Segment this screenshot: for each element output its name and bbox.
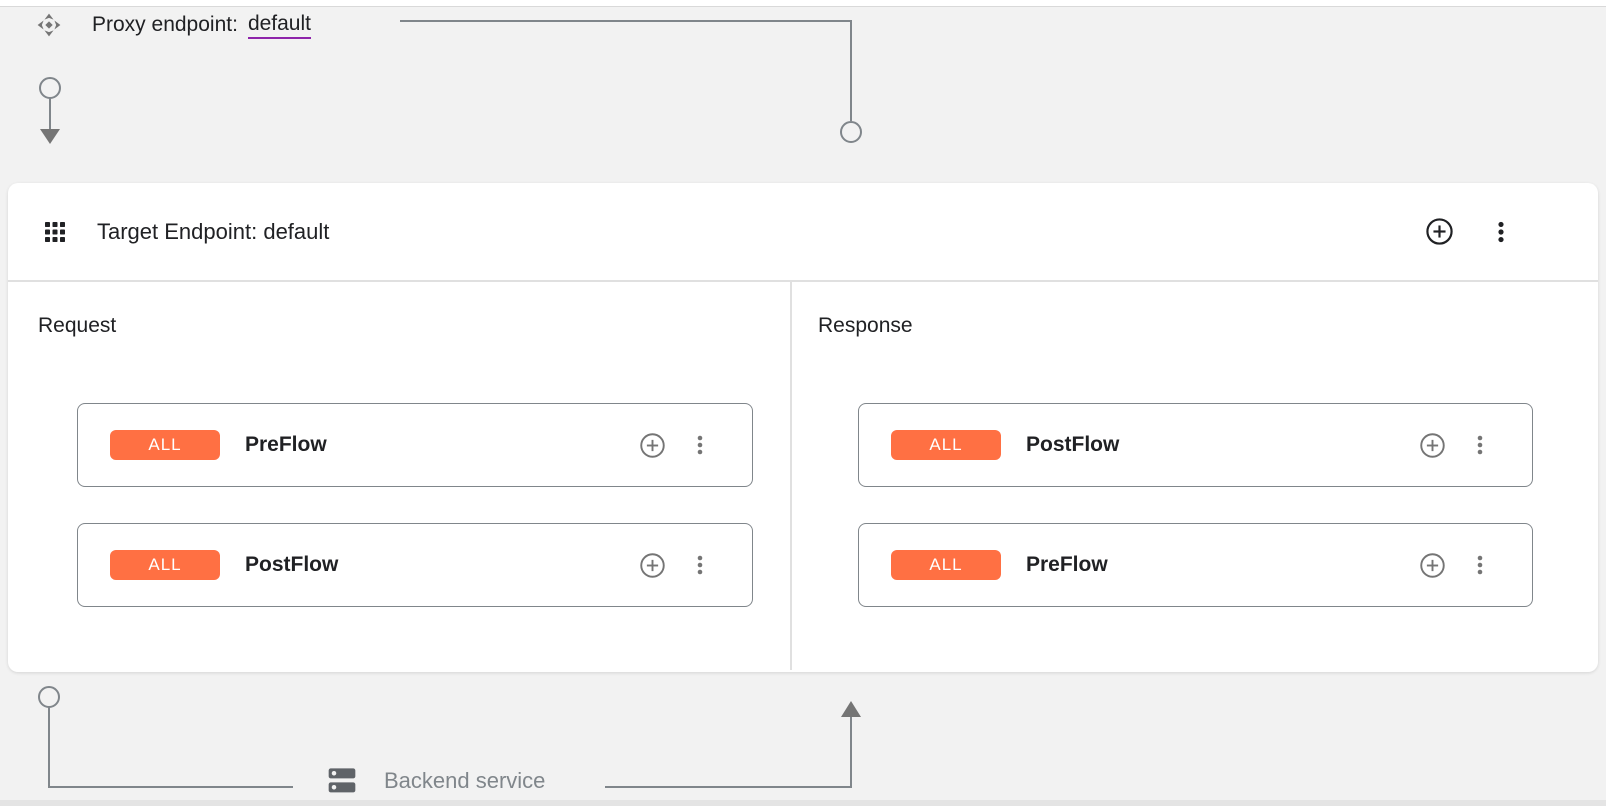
flow-card-response-preflow[interactable]: ALL PreFlow: [858, 523, 1533, 607]
flow-menu-button[interactable]: [1468, 553, 1492, 577]
flow-card-request-postflow[interactable]: ALL PostFlow: [77, 523, 753, 607]
add-circle-icon: [1419, 432, 1446, 459]
kebab-menu-icon: [688, 553, 712, 577]
flow-menu-button[interactable]: [688, 553, 712, 577]
proxy-endpoint-link[interactable]: default: [247, 12, 311, 39]
condition-badge: ALL: [110, 550, 220, 580]
condition-badge: ALL: [891, 550, 1001, 580]
target-endpoint-title: Target Endpoint: default: [97, 218, 330, 244]
connector-node-circle: [840, 121, 862, 143]
proxy-endpoint-row: Proxy endpoint: default: [36, 8, 311, 42]
condition-badge: ALL: [891, 430, 1001, 460]
arrow-up-icon: [841, 701, 861, 717]
backend-service-row: Backend service: [326, 765, 545, 797]
add-flow-button[interactable]: [1425, 217, 1454, 246]
flow-name: PreFlow: [245, 433, 327, 456]
add-circle-icon: [639, 432, 666, 459]
add-policy-button[interactable]: [1419, 552, 1446, 579]
flow-menu-button[interactable]: [688, 433, 712, 457]
condition-badge: ALL: [110, 430, 220, 460]
connector-proxy-to-target: [400, 20, 862, 143]
flow-card-request-preflow[interactable]: ALL PreFlow: [77, 403, 753, 487]
add-policy-button[interactable]: [639, 432, 666, 459]
kebab-menu-icon: [1468, 433, 1492, 457]
flow-name: PostFlow: [1026, 433, 1120, 456]
response-panel-label: Response: [818, 314, 913, 337]
backend-service-label: Backend service: [384, 768, 546, 793]
proxy-endpoint-label: Proxy endpoint:: [92, 13, 238, 36]
connector-proxy-out: [39, 77, 61, 144]
request-response-divider: [790, 282, 792, 670]
proxy-endpoint-icon: [36, 12, 62, 38]
arrow-down-icon: [40, 129, 60, 144]
kebab-menu-icon: [1468, 553, 1492, 577]
request-panel-label: Request: [38, 314, 117, 337]
flow-name: PostFlow: [245, 553, 339, 576]
apps-grid-icon: [44, 221, 66, 243]
kebab-menu-icon: [1488, 219, 1514, 245]
add-circle-icon: [639, 552, 666, 579]
connector-backend-to-response: [605, 701, 861, 788]
flow-menu-button[interactable]: [1468, 433, 1492, 457]
backend-service-icon: [326, 765, 358, 797]
add-circle-icon: [1425, 217, 1454, 246]
top-divider: [0, 0, 1606, 7]
add-policy-button[interactable]: [1419, 432, 1446, 459]
flow-name: PreFlow: [1026, 553, 1108, 576]
connector-target-to-backend: [38, 686, 293, 788]
target-endpoint-menu-button[interactable]: [1488, 219, 1514, 245]
kebab-menu-icon: [688, 433, 712, 457]
add-policy-button[interactable]: [639, 552, 666, 579]
bottom-scrollbar-track[interactable]: [0, 800, 1606, 806]
target-endpoint-header: Target Endpoint: default: [8, 183, 1598, 282]
flow-card-response-postflow[interactable]: ALL PostFlow: [858, 403, 1533, 487]
add-circle-icon: [1419, 552, 1446, 579]
